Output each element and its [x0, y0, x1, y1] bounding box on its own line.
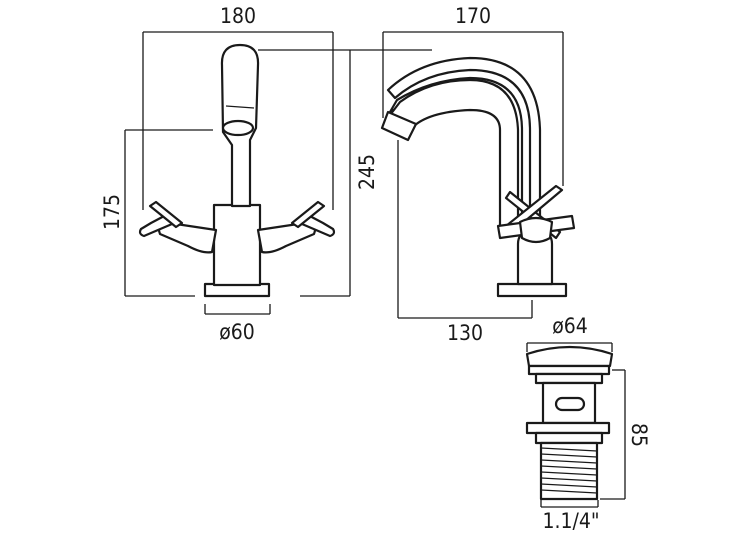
dim-64-label: ø64	[552, 314, 588, 338]
side-spout-tip	[380, 110, 418, 142]
right-handle-arm	[300, 212, 336, 238]
thread-line	[540, 471, 598, 476]
overall-height-dimension: 245	[258, 49, 432, 297]
dim-175-label: 175	[100, 194, 124, 230]
left-handle-arm	[138, 212, 174, 238]
mixer-right-handle	[256, 200, 336, 254]
dim-60-label: ø60	[219, 320, 255, 344]
right-handle-cross	[290, 200, 326, 229]
dim-245-label: 245	[355, 154, 379, 190]
thread-line	[540, 483, 598, 488]
side-cross-handle	[496, 184, 576, 244]
waste-cap	[525, 345, 614, 368]
mixer-stem-line	[225, 105, 255, 109]
thread-line	[540, 489, 598, 494]
side-base-plate	[496, 282, 568, 298]
thread-line	[540, 477, 598, 482]
waste-flange-lower	[534, 372, 604, 385]
dim-85-label: 85	[627, 423, 651, 447]
dim-thread-label: 1.1/4"	[542, 509, 599, 533]
mixer-aerator	[221, 119, 255, 137]
waste-flange	[527, 364, 611, 376]
waste-tail	[539, 441, 599, 501]
thread-line	[540, 447, 598, 452]
thread-line	[540, 453, 598, 458]
waste-washer	[534, 431, 604, 445]
dim-170-label: 170	[455, 4, 491, 28]
waste-nut	[525, 421, 611, 435]
mixer-side-view: 170 130	[380, 4, 576, 345]
cross-hub	[518, 216, 554, 244]
waste-slot	[554, 396, 586, 412]
mixer-left-handle	[138, 200, 218, 254]
dim-130-label: 130	[447, 321, 483, 345]
thread-line	[540, 465, 598, 470]
mixer-body	[212, 203, 262, 287]
waste-thread-lines	[540, 447, 598, 494]
thread-line	[540, 459, 598, 464]
left-handle-cross	[148, 200, 184, 229]
dim-180-label: 180	[220, 4, 256, 28]
waste-fitting: ø64 85 1.1/4"	[525, 314, 651, 533]
mixer-front-view: 180 175 ø60	[100, 4, 336, 344]
side-spout-outline	[385, 78, 520, 234]
